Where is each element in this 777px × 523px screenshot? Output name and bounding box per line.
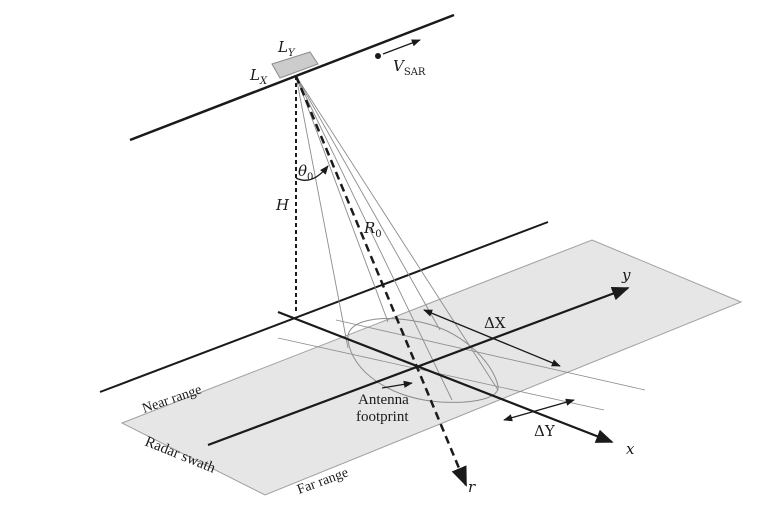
- label-antenna-footprint-2: footprint: [356, 409, 409, 425]
- slant-range-dashed-line: [294, 75, 468, 487]
- label-theta: θ0: [298, 162, 313, 183]
- label-lx: LX: [249, 66, 268, 87]
- footprint-pointer-arrow: [381, 380, 413, 389]
- antenna-box: [271, 51, 319, 79]
- label-r-axis: r: [468, 478, 476, 496]
- label-y-axis: y: [621, 266, 631, 284]
- velocity-arrow: [382, 39, 421, 55]
- radar-swath-plane: [120, 239, 743, 496]
- label-delta-x: ΔX: [484, 314, 506, 332]
- ground-track-line: [99, 221, 549, 393]
- delta-x-arrow: [423, 309, 561, 367]
- sar-position-dot: [375, 53, 381, 59]
- delta-y-arrow: [503, 398, 575, 422]
- antenna-footprint-ellipse: [347, 318, 499, 403]
- flight-track-line: [129, 13, 455, 142]
- label-h: H: [275, 196, 290, 214]
- label-ly: LY: [277, 38, 296, 59]
- theta-angle-arc: [295, 165, 329, 181]
- footprint-guide-line-1: [277, 337, 605, 411]
- label-delta-y: ΔY: [534, 422, 556, 440]
- label-x-axis: x: [626, 440, 635, 458]
- label-r0: R0: [363, 219, 382, 240]
- label-antenna-footprint-1: Antenna: [358, 392, 409, 408]
- label-vsar: VSAR: [393, 57, 426, 78]
